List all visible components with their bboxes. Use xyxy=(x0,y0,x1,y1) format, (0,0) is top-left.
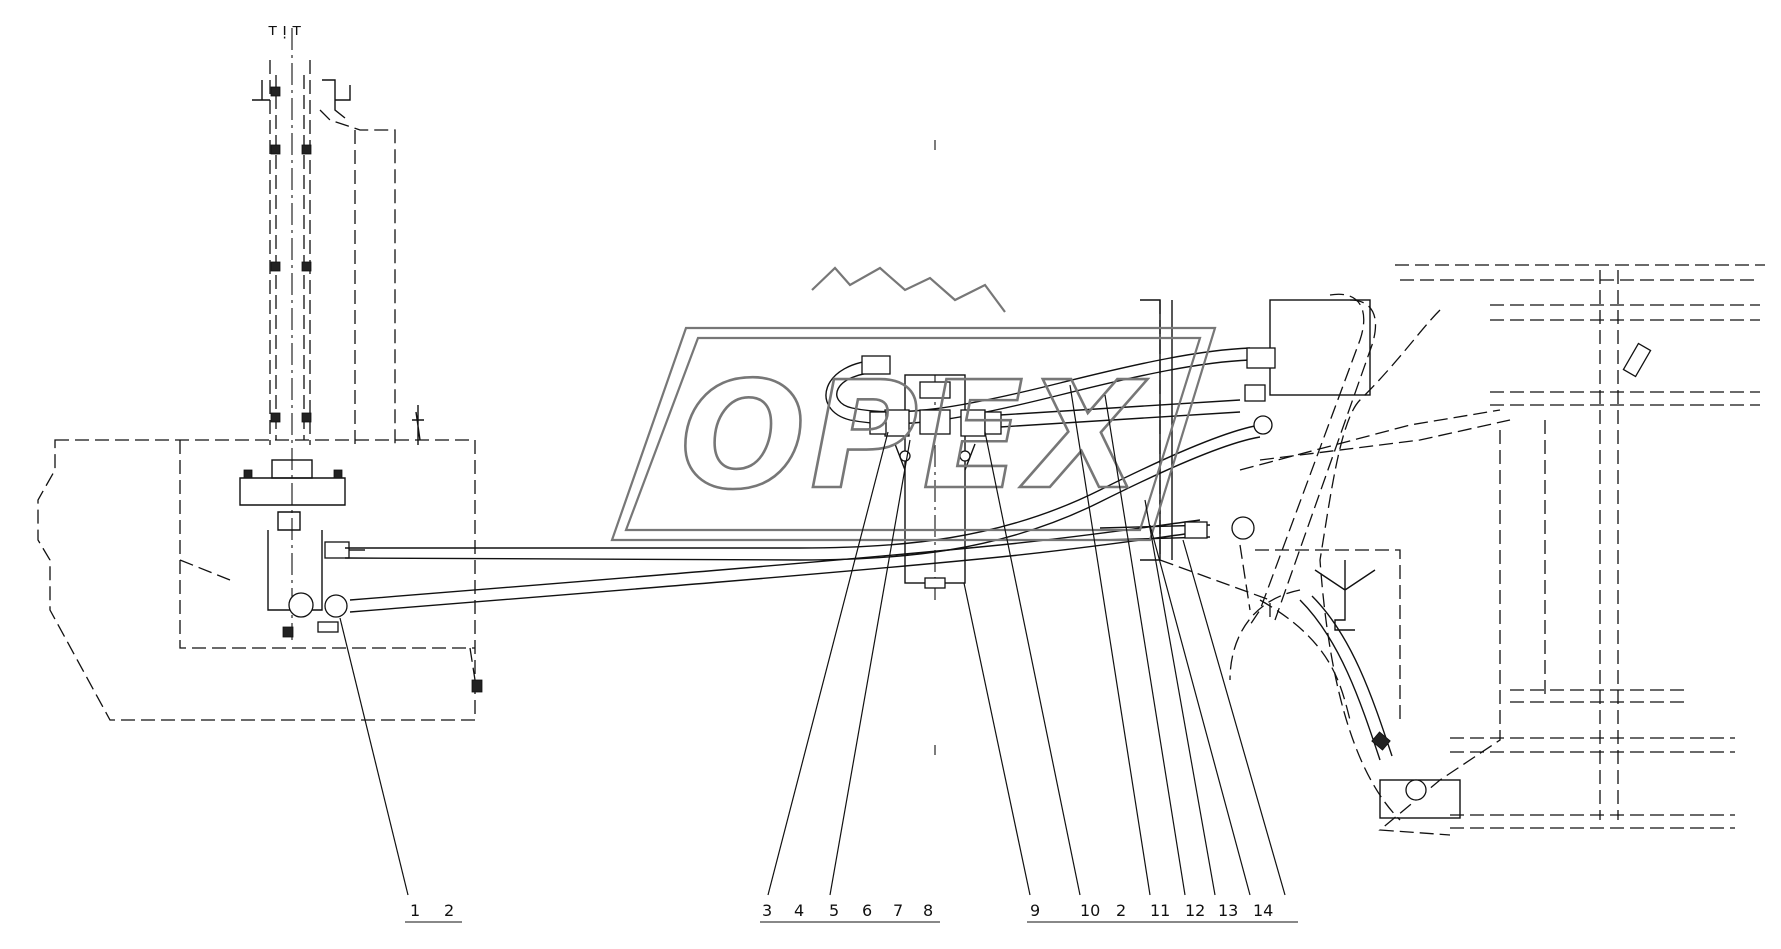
left-tank-outline xyxy=(37,405,483,721)
opex-watermark: OPEX xyxy=(610,266,1217,542)
callout-12: 12 xyxy=(1185,901,1205,920)
callout-8: 8 xyxy=(923,901,933,920)
callout-14: 14 xyxy=(1253,901,1273,920)
callout-2a: 2 xyxy=(444,901,454,920)
callout-11: 11 xyxy=(1150,901,1170,920)
column-bolts xyxy=(270,86,312,423)
top-mark: ᴛ ᴉ ᴛ xyxy=(268,20,301,39)
callout-5: 5 xyxy=(829,901,839,920)
left-vertical-column: ᴛ ᴉ ᴛ xyxy=(239,20,396,640)
central-valve-block xyxy=(861,140,1002,755)
leader-lines xyxy=(339,384,1298,923)
callout-4: 4 xyxy=(794,901,804,920)
callout-2b: 2 xyxy=(1116,901,1126,920)
right-frame xyxy=(1319,264,1765,836)
callout-1: 1 xyxy=(410,901,420,920)
callout-13: 13 xyxy=(1218,901,1238,920)
callout-7: 7 xyxy=(893,901,903,920)
callout-6: 6 xyxy=(862,901,872,920)
watermark-text: OPEX xyxy=(680,350,1148,522)
left-fittings xyxy=(282,541,365,638)
callout-10: 10 xyxy=(1080,901,1100,920)
callout-9: 9 xyxy=(1030,901,1040,920)
right-center-bracket xyxy=(1140,293,1511,721)
callout-3: 3 xyxy=(762,901,772,920)
callout-numbers: 1 2 3 4 5 6 7 8 9 10 2 11 12 13 14 xyxy=(410,901,1273,920)
